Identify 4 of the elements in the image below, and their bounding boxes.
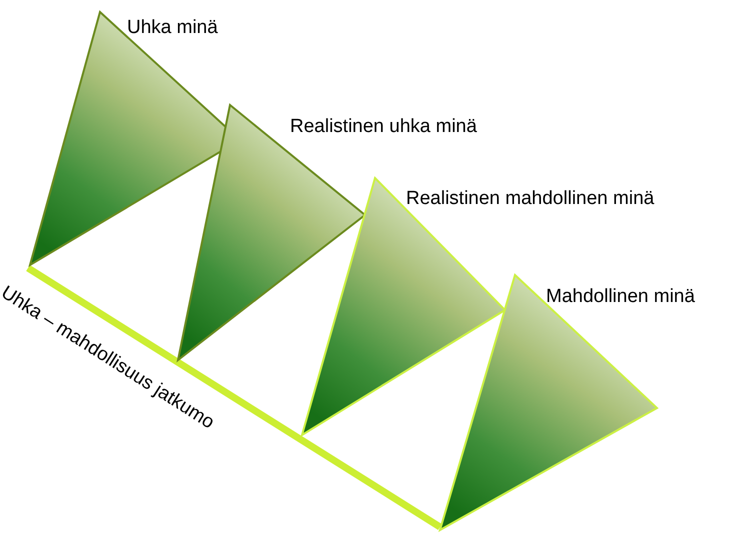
triangle-label: Realistinen uhka minä <box>290 117 477 138</box>
triangle-label: Uhka minä <box>127 18 218 39</box>
triangle-label: Mahdollinen minä <box>546 287 695 308</box>
triangle-label: Realistinen mahdollinen minä <box>406 189 654 210</box>
